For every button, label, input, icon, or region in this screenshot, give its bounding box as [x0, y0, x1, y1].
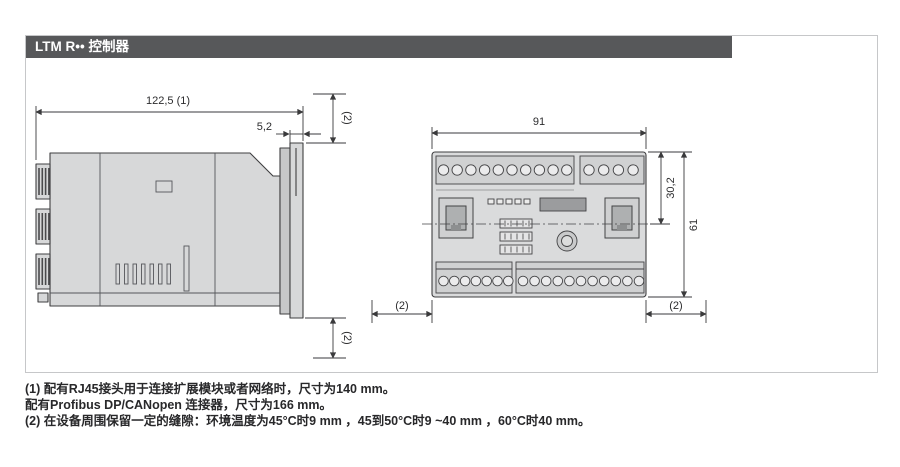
footnote-1: (1) 配有RJ45接头用于连接扩展模块或者网络时，尺寸为140 mm。 — [25, 382, 396, 396]
front-view-connectors — [438, 197, 640, 239]
side-view-dim-labels: 122,5 (1) 5,2 (2) (2) — [146, 95, 353, 345]
dim-side-total-width: 122,5 (1) — [146, 95, 190, 107]
dim-front-right-clearance: (2) — [669, 300, 682, 312]
section-title-bar: LTM R•• 控制器 — [26, 36, 732, 58]
footnotes: (1) 配有RJ45接头用于连接扩展模块或者网络时，尺寸为140 mm。 配有P… — [25, 381, 887, 429]
footnote-2: 配有Profibus DP/CANopen 连接器，尺寸为166 mm。 — [25, 398, 332, 412]
front-view-body — [431, 151, 647, 298]
dim-front-top-height: 30,2 — [665, 177, 677, 198]
front-view-terminals-bottom — [435, 261, 645, 294]
front-view-controls — [487, 197, 587, 255]
side-view-terminal-stripes — [38, 168, 50, 285]
footnote-3: (2) 在设备周围保留一定的缝隙：环境温度为45°C时9 mm ，45到50°C… — [25, 414, 591, 428]
dim-side-tab-depth: 5,2 — [257, 121, 272, 133]
dim-side-top-clearance: (2) — [341, 111, 353, 124]
dim-front-left-clearance: (2) — [395, 300, 408, 312]
dim-front-total-height: 61 — [688, 219, 700, 231]
side-view-drawing: 122,5 (1) 5,2 (2) (2) — [35, 93, 353, 359]
dim-side-bottom-clearance: (2) — [341, 331, 353, 344]
side-view-details — [50, 153, 280, 306]
section-title: LTM R•• 控制器 — [35, 39, 129, 54]
side-view-body — [35, 142, 304, 319]
dim-front-width: 91 — [533, 116, 545, 128]
front-view-terminals-top — [435, 155, 645, 191]
front-view-drawing: 91 30,2 61 (2) (2) — [371, 116, 707, 323]
front-view-dim-labels: 91 30,2 61 (2) (2) — [395, 116, 700, 312]
front-view-dimension-lines — [371, 127, 707, 323]
side-view-dimension-lines — [35, 93, 346, 359]
